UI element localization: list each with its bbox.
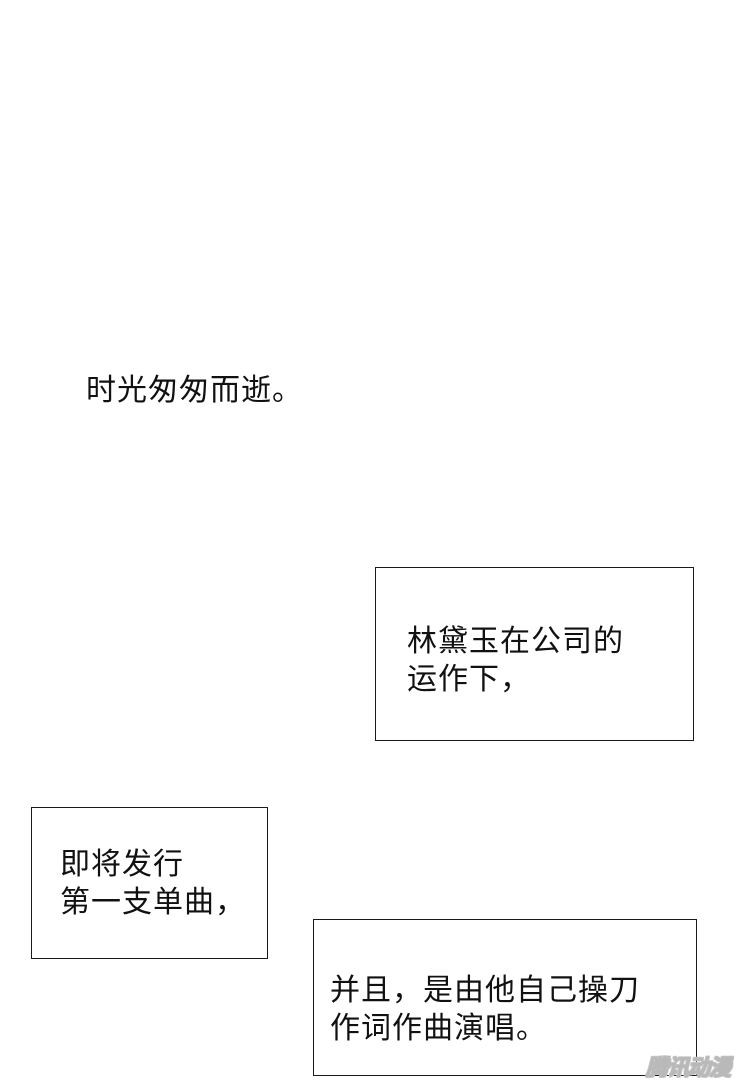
caption-line: 作词作曲演唱。 [330,1011,547,1046]
caption-line: 第一支单曲， [60,885,246,920]
caption-box-2: 即将发行 第一支单曲， [31,807,268,959]
caption-box-3: 并且，是由他自己操刀 作词作曲演唱。 [313,919,697,1076]
caption-text-3: 并且，是由他自己操刀 作词作曲演唱。 [330,972,640,1048]
caption-line: 运作下， [407,662,531,697]
caption-box-1: 林黛玉在公司的 运作下， [375,567,694,741]
caption-text-1: 林黛玉在公司的 运作下， [407,623,624,699]
caption-text-2: 即将发行 第一支单曲， [60,846,246,922]
watermark-logo: 腾讯动漫 [645,1056,731,1082]
caption-line: 林黛玉在公司的 [407,624,624,659]
caption-line: 即将发行 [60,847,184,882]
caption-line: 并且，是由他自己操刀 [330,973,640,1008]
narration-text: 时光匆匆而逝。 [86,373,303,408]
